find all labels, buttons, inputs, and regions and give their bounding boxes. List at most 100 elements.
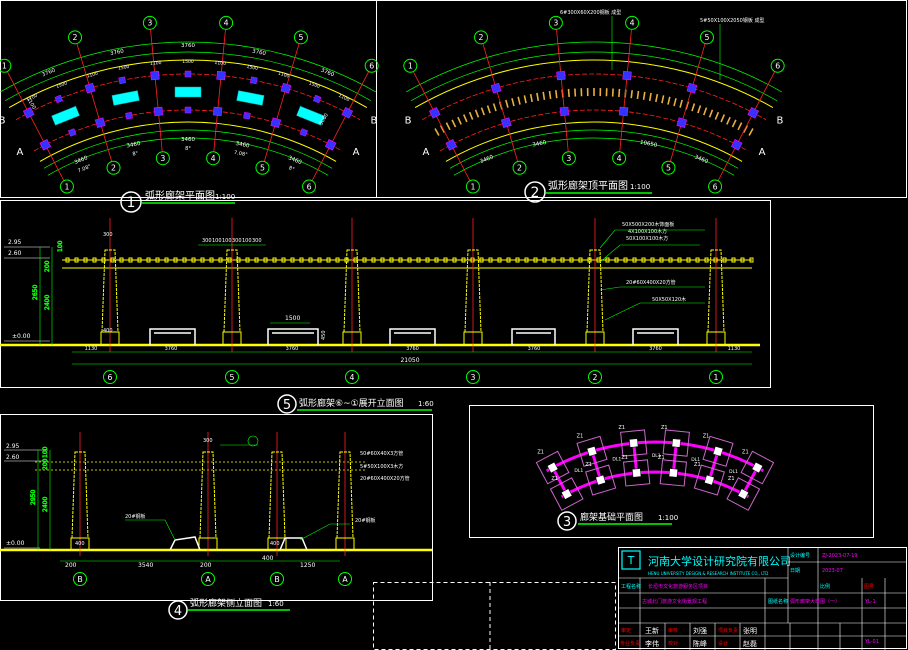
roof-slat [642,91,646,100]
side-levels: 2.95 2.60 ±0.00 [4,443,48,549]
axis-bubble-top: 1 [2,62,7,71]
span-dim-text: 1130 [85,346,98,352]
plan-dim-mid: 1100 [214,60,226,67]
foundation-view-scale: 1:100 [658,514,678,522]
column-section [490,82,502,94]
row-axis-arc [439,109,749,152]
roof-slat [667,96,671,105]
bench-seat [296,105,325,126]
bench-elevation [267,328,319,345]
column-base [706,331,726,346]
rafter-end [290,257,295,263]
elev-note-3: 50X100X100木方 [626,235,668,242]
date-value: 2023-07 [822,568,843,574]
plan-view-number: 1 [127,195,136,211]
axis-bubble-top: 5 [704,33,709,42]
footing-label: Z1 [585,462,592,468]
roof-view-scale: 1:100 [630,183,650,191]
side-height-2400: 2400 [42,497,49,512]
elevation-view-title-text: 弧形廊架⑥~①展开立面图 [299,397,404,409]
rafter-end [335,257,340,263]
roof-dim: 3460 [694,154,710,165]
side-height-dims: 2950 2400 200 100 [30,446,51,550]
roof-slat [536,92,540,101]
column-section [249,76,258,85]
column-section [559,106,570,117]
column-section [184,70,192,78]
rafter-end [146,257,151,263]
axis-bubble-bottom-circle [465,179,480,194]
signature: 李伟 [645,639,659,648]
column-pier [671,438,681,448]
plan-dim-top: 3760 [41,67,57,78]
column-section [94,117,106,129]
ground-beam-radial [671,442,678,474]
side-elevation-view: 2.95 2.60 ±0.00 2950 2400 200 100 50#60X… [0,432,432,620]
footing-label: Z1 [742,450,749,456]
rafter-end [632,257,637,263]
axis-bubble-bottom-circle [59,179,74,194]
axis-bubble-bottom: 6 [713,182,718,191]
roof-slat [630,90,633,99]
side-col-top-width: 300 [203,438,213,444]
rafter-end [272,257,277,263]
side-level-000: ±0.00 [6,540,25,547]
footing-outline [702,435,734,467]
plan-side-dim: 3060 [318,112,330,126]
footing-outline [620,429,648,457]
signature-role: 专业负责 [620,640,640,647]
dimension-arc [453,137,735,176]
bench-seat [51,105,80,126]
footing-outline [585,464,617,496]
plan-dim-inner: 3460 [235,141,250,150]
beam-label: DL1 [652,453,661,459]
rafter-end [533,257,538,263]
footing-outline [662,429,690,457]
beam-label: DL1 [574,468,583,474]
footing-label: Z1 [728,476,735,482]
dimension-arc [449,129,739,169]
column-pier [712,446,724,457]
company-logo [621,550,641,570]
top-dim-1: 300 [202,238,212,244]
rafter-end [407,257,412,263]
rafter-end [731,257,736,263]
elev-height-2650: 2650 [32,285,39,300]
roof-slat [523,95,527,104]
beam-label: DL1 [612,457,621,463]
plan-dim-inner: 3460 [181,137,195,143]
rafter-end [551,257,556,263]
row-axis-label: B [776,116,783,127]
radial-axis-line [556,29,569,152]
level-260: 2.60 [8,250,22,257]
roof-slat [726,116,731,125]
elevation-axis-bubble-circle [588,370,602,384]
elevation-axis-bubble-circle [709,370,723,384]
plan-side-dim: 1100 [25,96,37,110]
column-section [312,94,322,104]
rafter-end [461,257,466,263]
roof-slat [661,95,665,104]
axis-bubble-top: 4 [630,19,635,28]
rafter-end [596,257,601,263]
roof-slat [737,122,743,131]
side-column-base [70,537,90,551]
axis-bubble-bottom-circle [512,160,527,175]
rafter-end [200,257,205,263]
rafter-end [245,257,250,263]
plan-dim-mid: 1500 [55,80,68,90]
rafter-end [524,257,529,263]
rafter-end [92,257,97,263]
rafter-end [254,257,259,263]
axis-bubble-bottom: 4 [211,154,216,163]
side-axis-bubble: A [342,575,348,584]
axis-bubble-top: 3 [553,19,558,28]
plan-view-title: 1 弧形廊架平面图 1:100 [120,189,235,213]
footing-label: Z1 [551,476,558,482]
design-no-label: 设计编号 [790,552,810,559]
radial-axis-line [264,43,300,162]
footing-outline [693,464,725,496]
